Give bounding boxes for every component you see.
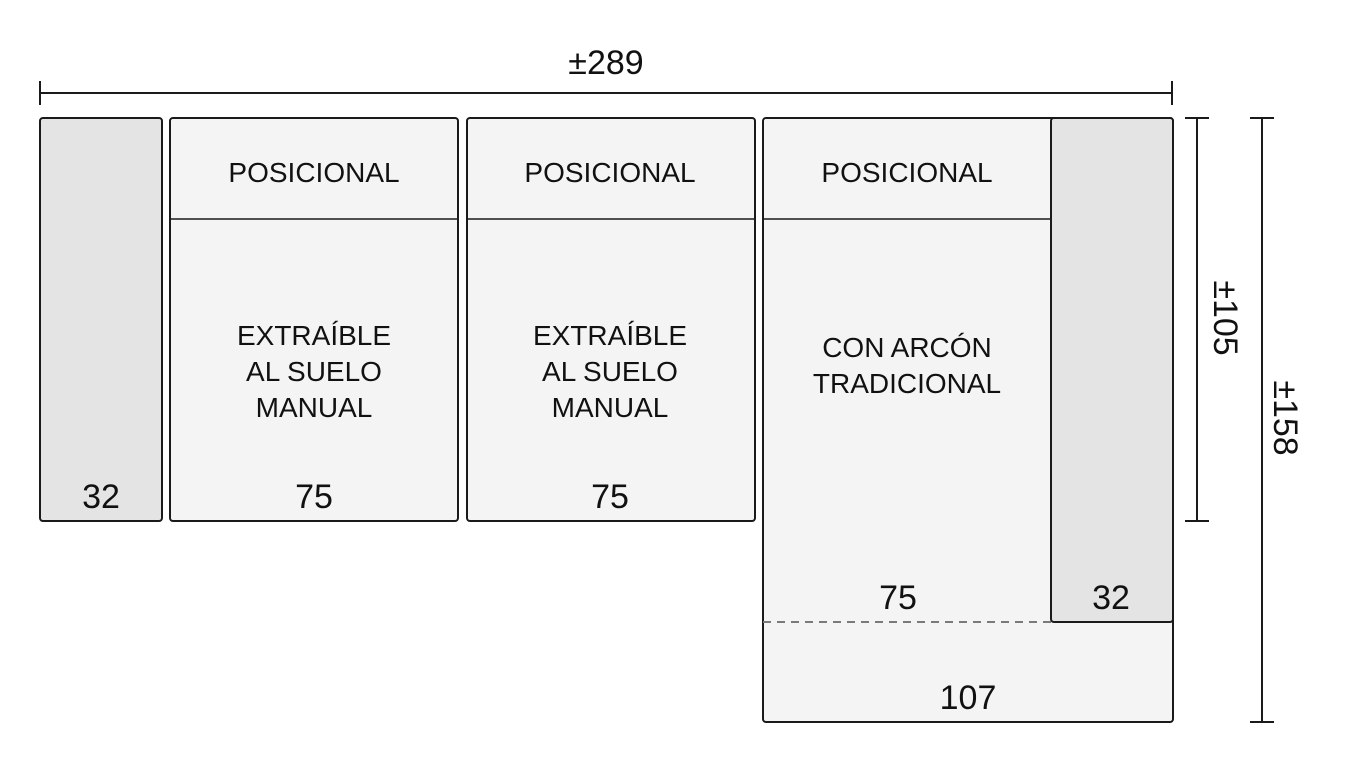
module-seat-1: POSICIONAL EXTRAÍBLE AL SUELO MANUAL 75	[169, 117, 459, 522]
arm-left-width: 32	[82, 478, 120, 516]
seat-depth-dimension: ±105	[1185, 117, 1244, 522]
seat-1-width: 75	[295, 478, 333, 516]
chaise-body-line-2: TRADICIONAL	[813, 368, 1001, 399]
seat-1-body-line-1: EXTRAÍBLE	[237, 320, 391, 351]
seat-2-width: 75	[591, 478, 629, 516]
module-arm-right: 32	[1050, 117, 1174, 623]
module-arm-left: 32	[39, 117, 163, 522]
seat-1-header: POSICIONAL	[228, 157, 399, 188]
seat-1-body-line-3: MANUAL	[256, 392, 373, 423]
chaise-body-line-1: CON ARCÓN	[822, 332, 992, 363]
seat-1-body-line-2: AL SUELO	[246, 356, 382, 387]
seat-2-body-line-1: EXTRAÍBLE	[533, 320, 687, 351]
total-width-dimension: ±289	[39, 44, 1173, 105]
chaise-width: 75	[879, 579, 917, 617]
chaise-header: POSICIONAL	[821, 157, 992, 188]
seat-2-body-line-2: AL SUELO	[542, 356, 678, 387]
module-seat-2: POSICIONAL EXTRAÍBLE AL SUELO MANUAL 75	[466, 117, 756, 522]
seat-2-body-line-3: MANUAL	[552, 392, 669, 423]
total-width-label: ±289	[568, 44, 643, 82]
arm-right-width: 32	[1092, 579, 1130, 617]
seat-depth-label: ±105	[1206, 280, 1244, 355]
chaise-depth-label: ±158	[1266, 380, 1304, 455]
seat-2-header: POSICIONAL	[524, 157, 695, 188]
chaise-footer-width: 107	[940, 679, 997, 717]
chaise-depth-dimension: ±158	[1250, 117, 1304, 723]
arm-left-rect	[39, 117, 163, 522]
arm-right-rect	[1050, 117, 1174, 623]
